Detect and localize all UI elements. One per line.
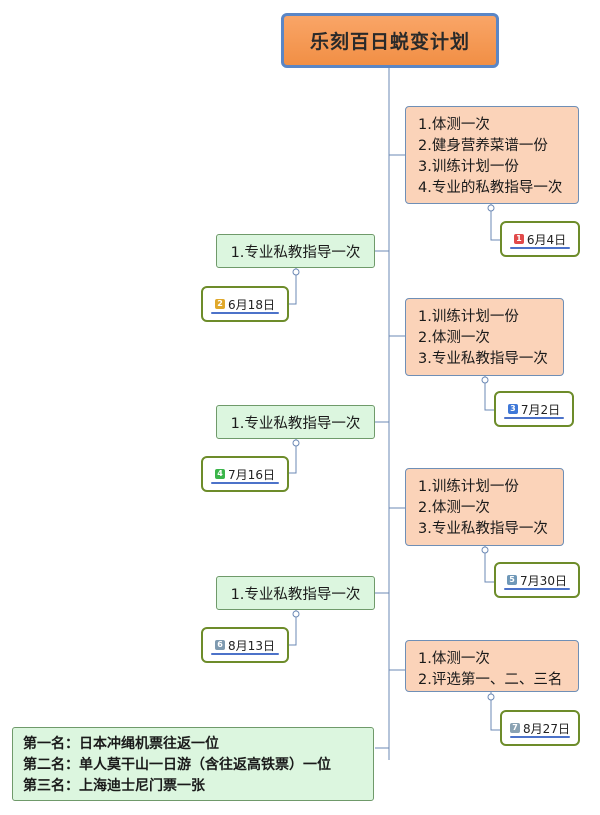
topic-item: 1.体测一次 [418, 651, 490, 667]
date-note-2[interactable]: 2 6月18日 [201, 286, 289, 322]
topic-item: 1.专业私教指导一次 [230, 244, 361, 261]
prize-item: 第一名：日本冲绳机票往返一位 [23, 736, 219, 752]
right-topic-4[interactable]: 1.体测一次 2.评选第一、二、三名 [405, 640, 579, 692]
central-title[interactable]: 乐刻百日蜕变计划 [281, 13, 499, 68]
date-underline [510, 247, 570, 249]
topic-item: 1.训练计划一份 [418, 479, 519, 495]
date-note-1[interactable]: 1 6月4日 [500, 221, 580, 257]
date-label: 7月16日 [228, 467, 275, 482]
prize-item: 第三名：上海迪士尼门票一张 [23, 778, 205, 794]
right-topic-3[interactable]: 1.训练计划一份 2.体测一次 3.专业私教指导一次 [405, 468, 564, 546]
date-label: 7月30日 [520, 573, 567, 588]
topic-item: 2.评选第一、二、三名 [418, 672, 563, 688]
topic-item: 1.专业私教指导一次 [230, 415, 361, 432]
priority-1-icon: 1 [513, 234, 524, 244]
priority-6-icon: 6 [215, 640, 226, 650]
date-underline [211, 312, 279, 314]
date-label: 8月13日 [228, 638, 275, 653]
date-underline [510, 736, 570, 738]
priority-2-icon: 2 [215, 299, 226, 309]
topic-item: 3.训练计划一份 [418, 159, 519, 175]
topic-item: 1.专业私教指导一次 [230, 586, 361, 603]
date-note-5[interactable]: 5 7月30日 [494, 562, 580, 598]
topic-item: 2.体测一次 [418, 330, 490, 346]
left-topic-3[interactable]: 1.专业私教指导一次 [216, 576, 375, 610]
date-underline [211, 653, 279, 655]
date-label: 8月27日 [523, 721, 570, 736]
priority-4-icon: 4 [215, 469, 226, 479]
right-topic-2[interactable]: 1.训练计划一份 2.体测一次 3.专业私教指导一次 [405, 298, 564, 376]
priority-5-icon: 5 [507, 575, 518, 585]
priority-3-icon: 3 [507, 404, 518, 414]
topic-item: 1.体测一次 [418, 117, 490, 133]
prize-item: 第二名：单人莫干山一日游（含往返高铁票）一位 [23, 757, 331, 773]
date-label: 6月4日 [526, 232, 567, 247]
topic-item: 1.训练计划一份 [418, 309, 519, 325]
date-note-3[interactable]: 3 7月2日 [494, 391, 574, 427]
date-note-4[interactable]: 4 7月16日 [201, 456, 289, 492]
date-label: 7月2日 [520, 402, 561, 417]
topic-item: 3.专业私教指导一次 [418, 521, 548, 537]
left-topic-1[interactable]: 1.专业私教指导一次 [216, 234, 375, 268]
topic-item: 2.健身营养菜谱一份 [418, 138, 548, 154]
date-note-6[interactable]: 6 8月13日 [201, 627, 289, 663]
topic-item: 2.体测一次 [418, 500, 490, 516]
date-underline [504, 417, 564, 419]
topic-item: 3.专业私教指导一次 [418, 351, 548, 367]
date-underline [211, 482, 279, 484]
topic-item: 4.专业的私教指导一次 [418, 180, 563, 196]
date-label: 6月18日 [228, 297, 275, 312]
date-note-7[interactable]: 7 8月27日 [500, 710, 580, 746]
right-topic-1[interactable]: 1.体测一次 2.健身营养菜谱一份 3.训练计划一份 4.专业的私教指导一次 [405, 106, 579, 204]
priority-7-icon: 7 [510, 723, 521, 733]
left-topic-2[interactable]: 1.专业私教指导一次 [216, 405, 375, 439]
date-underline [504, 588, 570, 590]
prize-list[interactable]: 第一名：日本冲绳机票往返一位 第二名：单人莫干山一日游（含往返高铁票）一位 第三… [12, 727, 374, 801]
